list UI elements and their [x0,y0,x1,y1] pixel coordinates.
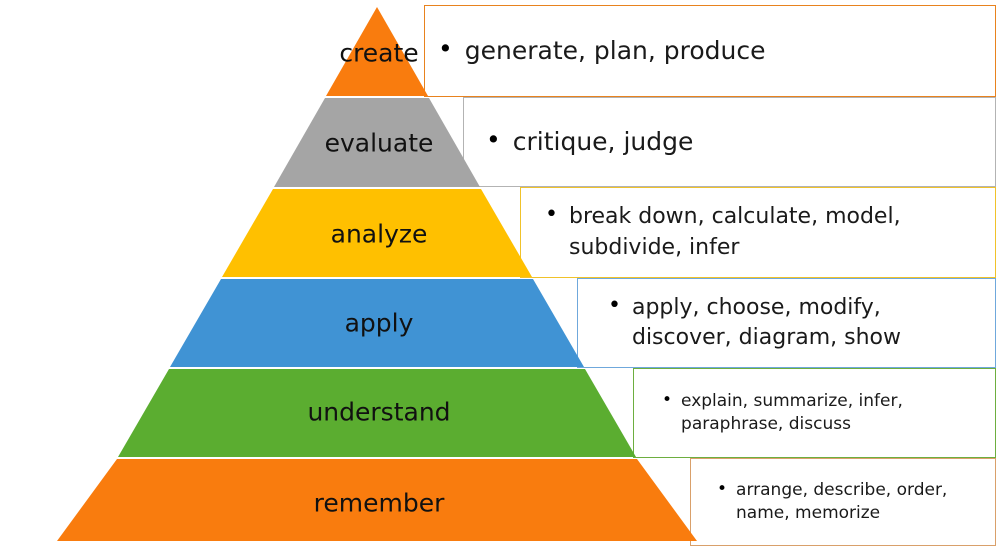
pyramid-label-apply: apply [344,308,414,338]
verb-list-create: generate, plan, produce [464,35,766,65]
pyramid-label-understand: understand [307,397,451,427]
verb-list-analyze: break down, calculate, model, subdivide,… [568,204,901,260]
bullet-icon: • [486,124,501,154]
pyramid-label-create: create [339,38,419,68]
verb-row-analyze-content: • break down, calculate, model, subdivid… [521,202,995,263]
verb-row-create: • generate, plan, produce [424,5,996,97]
bullet-icon: • [717,478,728,499]
verb-list-evaluate: critique, judge [512,126,694,156]
verb-row-apply-content: • apply, choose, modify, discover, diagr… [578,293,995,354]
bullet-icon: • [608,292,621,318]
bullet-icon: • [662,389,673,410]
verb-row-understand: • explain, summarize, infer, paraphrase,… [633,368,996,458]
verb-row-understand-content: • explain, summarize, infer, paraphrase,… [634,390,995,437]
verb-row-remember-content: • arrange, describe, order, name, memori… [691,479,995,526]
pyramid-label-evaluate: evaluate [324,128,434,158]
pyramid-label-analyze: analyze [330,219,428,249]
bullet-icon: • [545,202,558,228]
verb-list-remember: arrange, describe, order, name, memorize [736,479,948,523]
verb-list-apply: apply, choose, modify, discover, diagram… [631,294,901,350]
pyramid-label-remember: remember [313,488,445,518]
bullet-icon: • [438,33,453,63]
verb-row-remember: • arrange, describe, order, name, memori… [690,458,996,546]
verb-row-create-content: • generate, plan, produce [425,34,995,69]
verb-row-apply: • apply, choose, modify, discover, diagr… [577,278,996,368]
verb-row-evaluate: • critique, judge [463,97,996,187]
verb-row-analyze: • break down, calculate, model, subdivid… [520,187,996,278]
verb-row-evaluate-content: • critique, judge [464,125,995,160]
verb-list-understand: explain, summarize, infer, paraphrase, d… [681,390,903,434]
